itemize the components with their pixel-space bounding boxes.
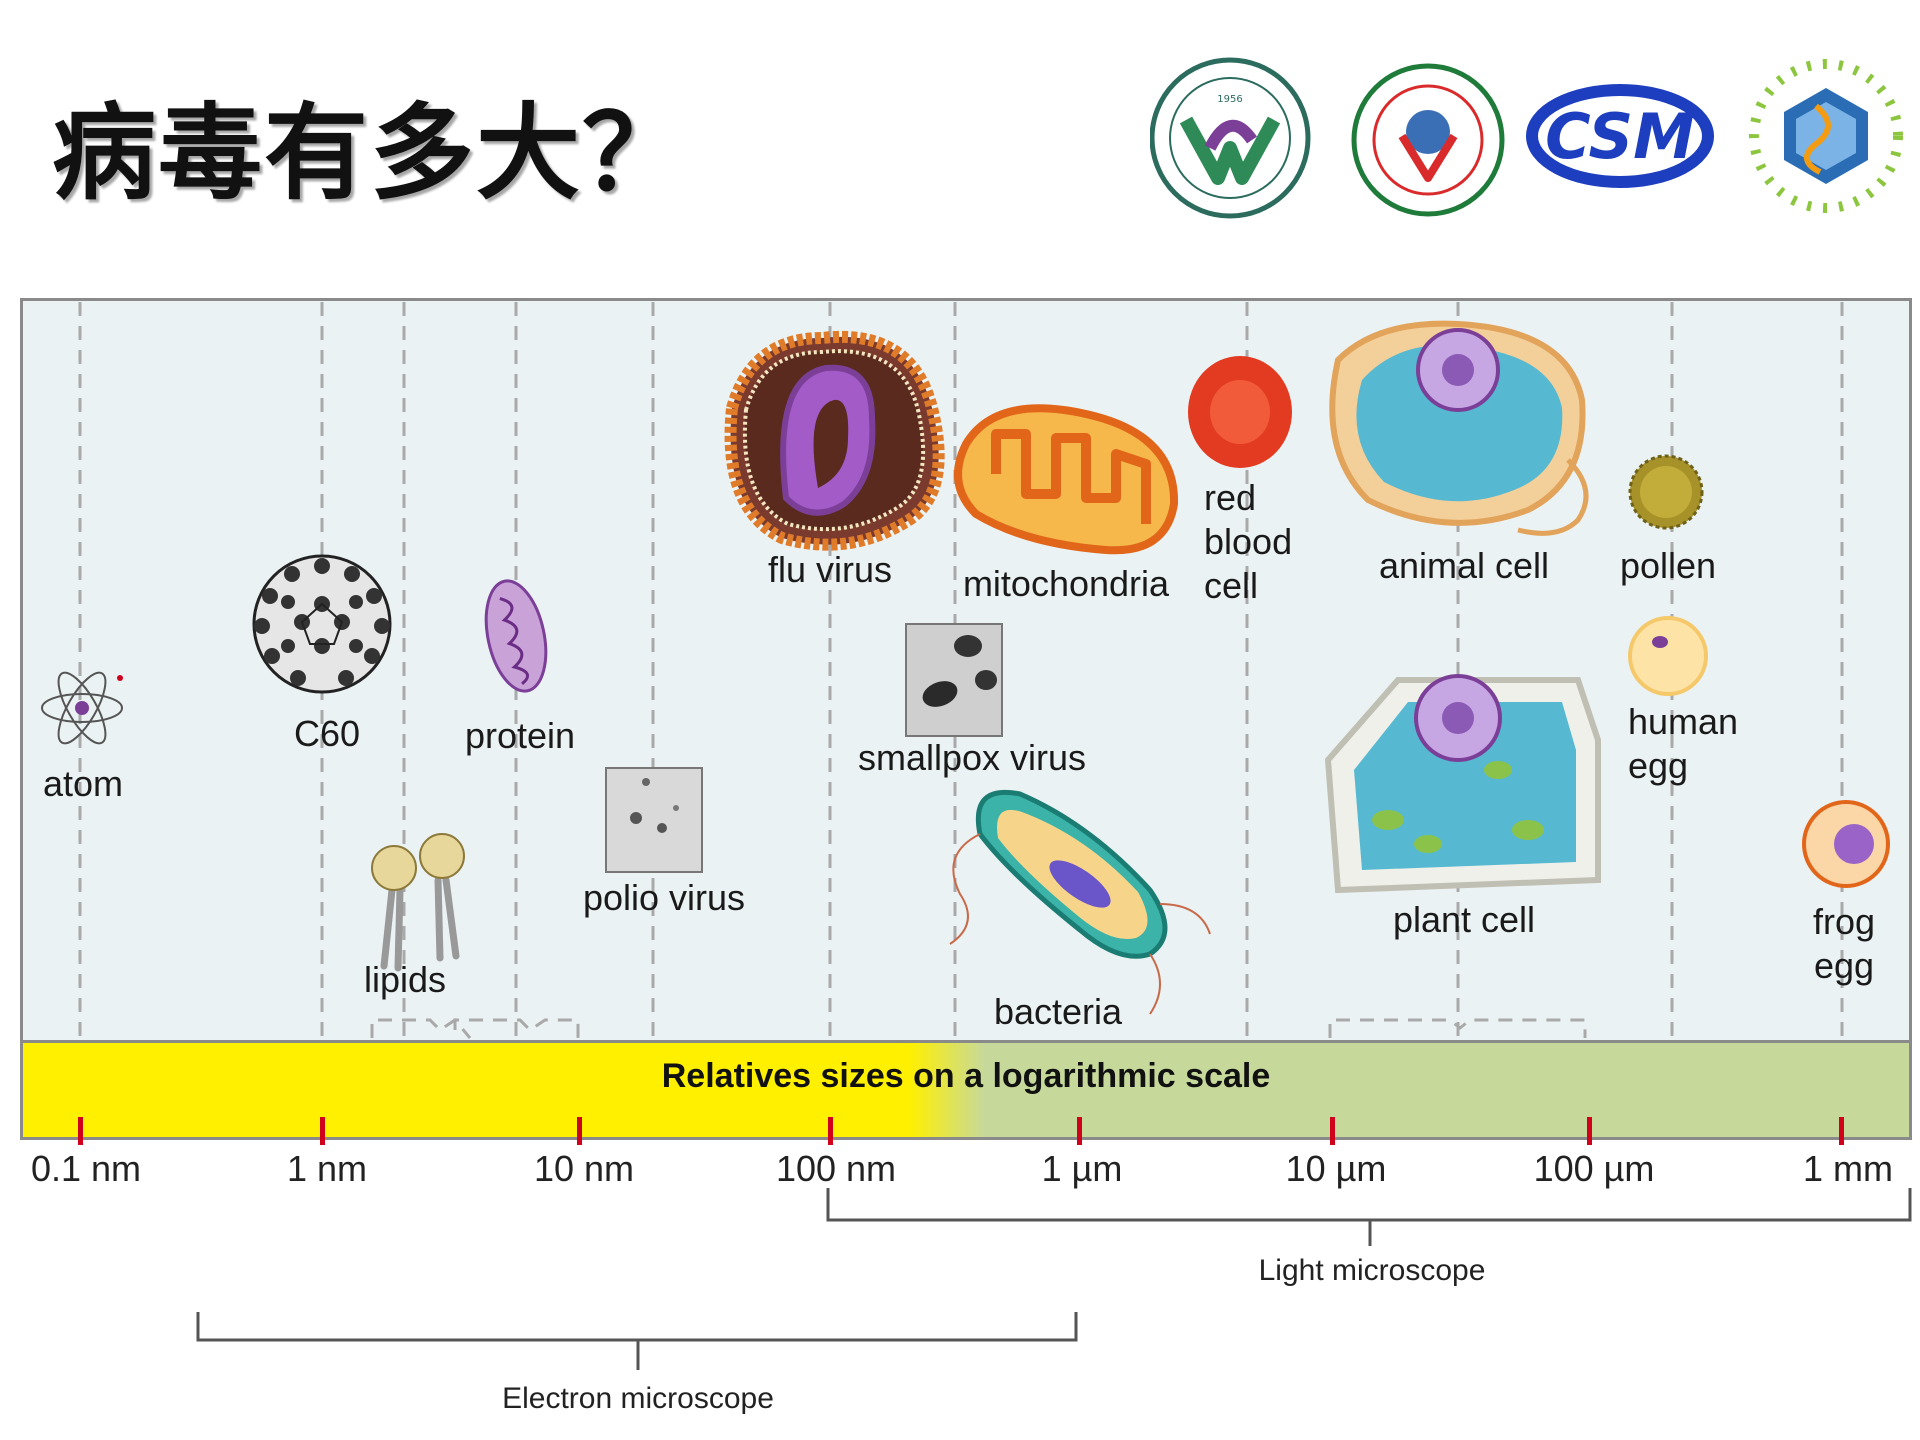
label-plant-cell: plant cell — [1392, 899, 1536, 940]
axis-label-4: 1 µm — [1041, 1148, 1123, 1189]
label-protein: protein — [464, 715, 576, 756]
scale-tick-5 — [1330, 1117, 1335, 1145]
label-mitochondria: mitochondria — [962, 563, 1170, 604]
scale-tick-4 — [1077, 1117, 1082, 1145]
virus-society-logo — [1749, 59, 1903, 213]
scale-tick-1 — [320, 1117, 325, 1145]
red-blood-cell-illustration — [1188, 356, 1292, 468]
csm-logo: CSM — [1526, 84, 1714, 188]
label-red-blood-cell-line3: cell — [1204, 565, 1259, 606]
label-red-blood-cell: red blood cell — [1204, 476, 1292, 608]
label-flu-virus: flu virus — [767, 549, 893, 590]
mitochondria-illustration — [954, 404, 1179, 555]
protein-illustration — [484, 579, 548, 693]
light-microscope-bracket — [826, 1188, 1912, 1222]
logo-strip: 1956 CSM — [1150, 57, 1903, 219]
frog-egg-illustration — [1802, 800, 1890, 888]
label-atom: atom — [42, 763, 124, 804]
bacteria-illustration — [949, 789, 1211, 1015]
label-smallpox-virus: smallpox virus — [857, 737, 1087, 778]
flu-virus-illustration — [724, 330, 945, 551]
label-lipids: lipids — [363, 959, 447, 1000]
c60-illustration — [252, 554, 392, 694]
animal-cell-illustration — [1329, 320, 1589, 536]
plant-cell-illustration — [1324, 674, 1601, 894]
axis-label-3: 100 nm — [775, 1148, 897, 1189]
smallpox-virus-micrograph — [905, 623, 1003, 737]
label-pollen: pollen — [1619, 545, 1717, 586]
axis-label-0: 0.1 nm — [30, 1148, 142, 1189]
axis-label-5: 10 µm — [1285, 1148, 1387, 1189]
scale-tick-7 — [1839, 1117, 1844, 1145]
label-human-egg: human egg — [1628, 700, 1738, 788]
logarithmic-scale-band: Relatives sizes on a logarithmic scale — [20, 1040, 1912, 1145]
pollen-illustration — [1628, 454, 1704, 530]
wuhan-institute-of-virology-logo: 1956 — [1150, 57, 1311, 219]
scale-title: Relatives sizes on a logarithmic scale — [661, 1057, 1271, 1095]
human-egg-illustration — [1628, 616, 1708, 696]
electron-microscope-label: Electron microscope — [502, 1382, 774, 1415]
svg-text:1956: 1956 — [1217, 94, 1242, 105]
microscope-brackets — [196, 1188, 1912, 1370]
label-red-blood-cell-line1: red — [1204, 477, 1257, 518]
label-animal-cell: animal cell — [1378, 545, 1550, 586]
label-human-egg-line2: egg — [1628, 745, 1689, 786]
electron-microscope-bracket — [196, 1312, 1078, 1342]
label-polio-virus: polio virus — [582, 877, 746, 918]
scale-tick-3 — [828, 1117, 833, 1145]
axis-label-6: 100 µm — [1533, 1148, 1655, 1189]
label-c60: C60 — [293, 713, 361, 754]
axis-label-7: 1 mm — [1803, 1148, 1893, 1189]
scale-tick-2 — [577, 1117, 582, 1145]
atom-illustration — [41, 671, 123, 745]
label-bacteria: bacteria — [993, 991, 1123, 1032]
svg-text:CSM: CSM — [1545, 100, 1695, 173]
label-frog-egg-line2: egg — [1813, 945, 1875, 986]
axis-label-1: 1 nm — [286, 1148, 368, 1189]
axis-label-2: 10 nm — [533, 1148, 635, 1189]
label-red-blood-cell-line2: blood — [1204, 521, 1293, 562]
lipids-illustration — [371, 833, 465, 972]
scale-tick-0 — [78, 1117, 83, 1145]
label-frog-egg: frog egg — [1813, 900, 1875, 988]
polio-virus-micrograph — [605, 767, 703, 873]
light-microscope-label: Light microscope — [1258, 1254, 1486, 1287]
scale-tick-6 — [1587, 1117, 1592, 1145]
state-key-laboratory-of-virology-logo — [1351, 63, 1505, 217]
page-title: 病毒有多大？ — [52, 92, 689, 214]
label-frog-egg-line1: frog — [1812, 901, 1876, 942]
label-human-egg-line1: human — [1628, 701, 1739, 742]
